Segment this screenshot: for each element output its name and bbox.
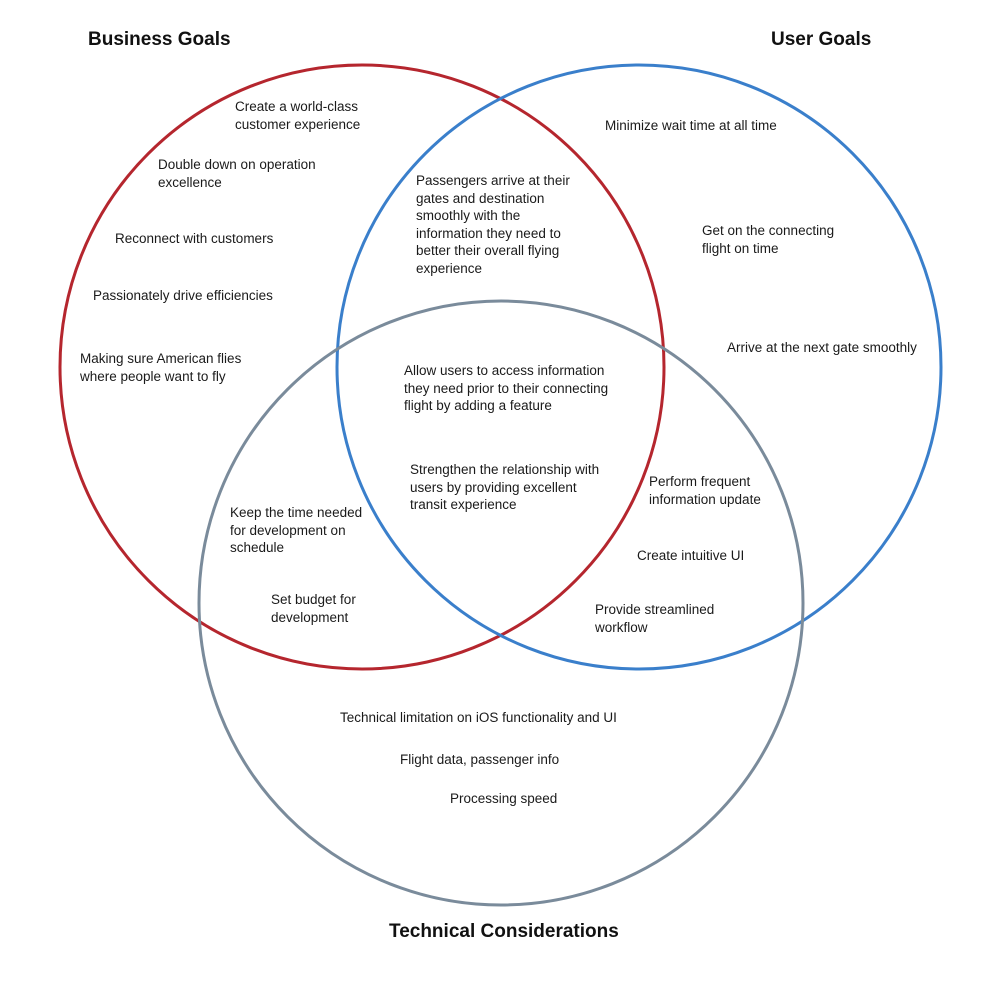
item-line: Create intuitive UI [637,548,745,563]
item-line: information they need to [416,225,561,241]
item-line: transit experience [410,497,517,512]
item-line: excellence [158,174,222,190]
item-line: flight on time [702,240,779,256]
technical-item-flight-data: Flight data, passenger info [400,751,559,769]
business-item-efficiencies: Passionately drive efficiencies [93,287,273,305]
item-line: flight by adding a feature [404,398,552,413]
item-line: development [271,609,349,625]
user-technical-item-intuitive-ui: Create intuitive UI [637,547,744,565]
item-line: Passionately drive efficiencies [93,288,273,303]
technical-item-ios-limitation: Technical limitation on iOS functionalit… [340,709,617,727]
item-line: Create a world-class [235,99,359,114]
item-line: Set budget for [271,592,356,607]
item-line: users by providing excellent [410,479,577,495]
business-user-item-passengers: Passengers arrive at their gates and des… [416,172,570,277]
item-line: Minimize wait time at all time [605,118,777,133]
technical-item-processing-speed: Processing speed [450,790,557,808]
user-goals-title: User Goals [771,29,872,50]
item-line: Passengers arrive at their [416,173,570,188]
item-line: Provide streamlined [595,602,715,617]
business-goals-title: Business Goals [88,29,231,50]
user-goals-circle [335,63,943,671]
item-line: Making sure American flies [80,351,242,366]
item-line: where people want to fly [80,368,226,384]
item-line: Arrive at the next gate smoothly [727,340,917,355]
item-line: Double down on operation [158,157,316,172]
all-item-access-information: Allow users to access information they n… [404,362,608,415]
item-line: Keep the time needed [230,505,363,520]
business-item-operation-excellence: Double down on operation excellence [158,156,316,191]
item-line: Get on the connecting [702,223,835,238]
item-line: they need prior to their connecting [404,380,609,396]
item-line: Allow users to access information [404,363,605,378]
business-item-reconnect: Reconnect with customers [115,230,273,248]
user-item-next-gate: Arrive at the next gate smoothly [727,339,917,357]
technical-considerations-title: Technical Considerations [389,921,619,942]
business-technical-item-development-time: Keep the time needed for development on … [230,504,362,557]
item-line: Strengthen the relationship with [410,462,600,477]
item-line: Perform frequent [649,474,751,489]
business-goals-circle [58,63,666,671]
item-line: better their overall flying [416,243,560,258]
user-item-minimize-wait: Minimize wait time at all time [605,117,777,135]
business-item-american-flies: Making sure American flies where people … [80,350,241,385]
item-line: information update [649,491,761,507]
item-line: gates and destination [416,190,545,206]
item-line: workflow [595,619,648,635]
item-line: Flight data, passenger info [400,752,560,767]
item-line: Technical limitation on iOS functionalit… [340,710,617,725]
item-line: experience [416,260,483,276]
user-item-connecting-flight: Get on the connecting flight on time [702,222,834,257]
user-technical-item-information-update: Perform frequent information update [649,473,761,508]
all-item-strengthen-relationship: Strengthen the relationship with users b… [410,461,599,514]
business-technical-item-budget: Set budget for development [271,591,356,626]
item-line: for development on [230,522,346,538]
item-line: smoothly with the [416,208,521,223]
item-line: Reconnect with customers [115,231,274,246]
business-item-world-class: Create a world-class customer experience [235,98,360,133]
user-technical-item-streamlined-workflow: Provide streamlined workflow [595,601,714,636]
item-line: schedule [230,540,285,555]
item-line: customer experience [235,116,361,132]
technical-considerations-circle [197,299,805,907]
item-line: Processing speed [450,791,558,806]
